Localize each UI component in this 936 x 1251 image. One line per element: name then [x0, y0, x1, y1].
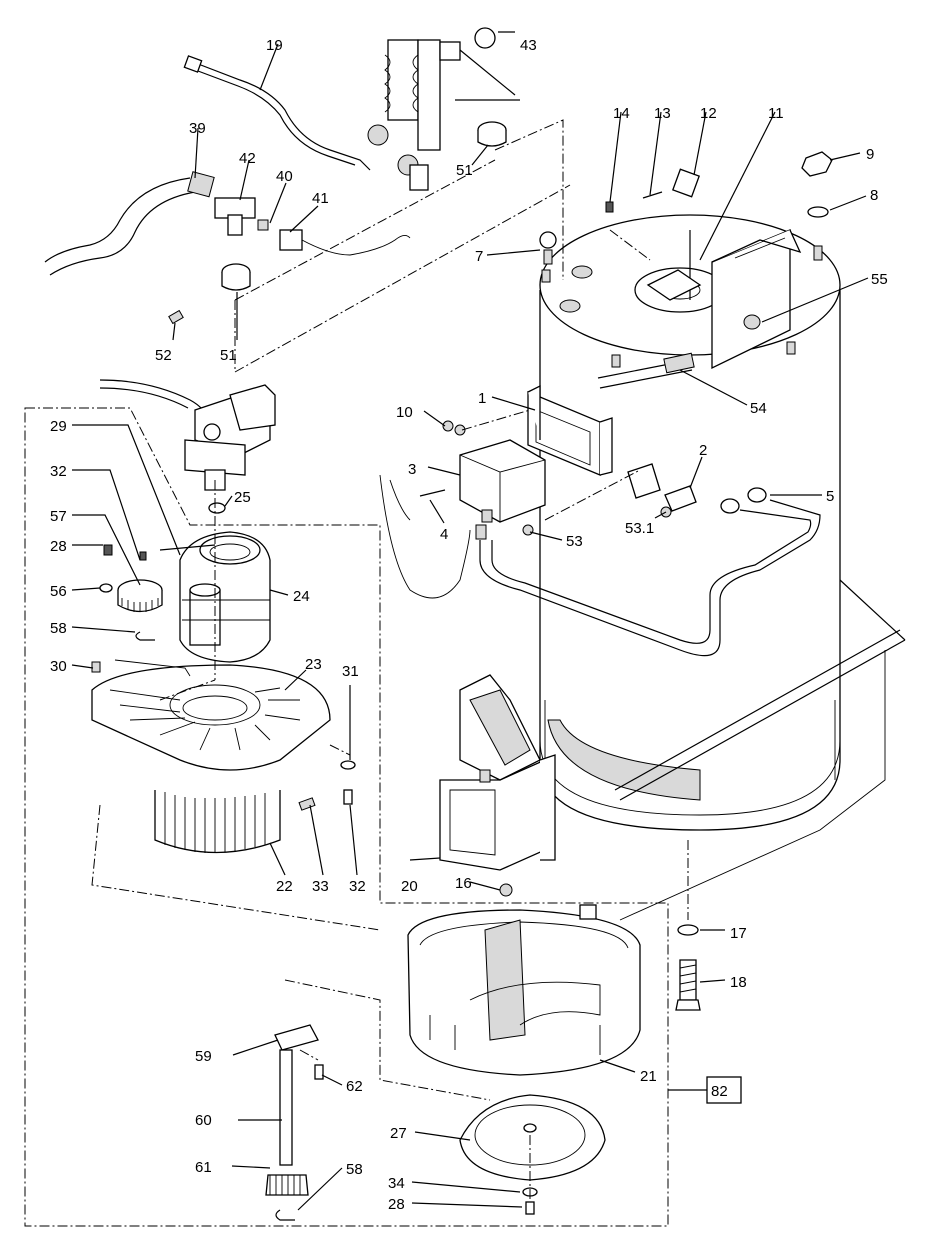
callout-59: 59	[195, 1048, 212, 1065]
mounting-bracket	[527, 384, 613, 476]
cover-plate	[459, 1094, 606, 1181]
callout-32-top: 32	[50, 463, 67, 480]
callout-10: 10	[396, 404, 413, 421]
callout-27: 27	[390, 1125, 407, 1142]
flex-hose	[44, 171, 215, 276]
callout-5: 5	[826, 488, 834, 505]
eye-bolt	[539, 231, 557, 265]
drain-rod	[614, 579, 906, 921]
callout-17: 17	[730, 925, 747, 942]
callout-30: 30	[50, 658, 67, 675]
callout-53-1: 53.1	[625, 520, 654, 537]
callout-57: 57	[50, 508, 67, 525]
screws-10	[442, 409, 531, 436]
compression-nut	[279, 229, 411, 256]
callout-58-bottom: 58	[346, 1161, 363, 1178]
callout-62: 62	[346, 1078, 363, 1095]
pilot-tubes	[479, 487, 821, 657]
blower-wheel	[154, 790, 281, 854]
callout-33: 33	[312, 878, 329, 895]
callout-16: 16	[455, 875, 472, 892]
callout-58-top: 58	[50, 620, 67, 637]
callout-1: 1	[478, 390, 486, 407]
callout-31: 31	[342, 663, 359, 680]
callout-41: 41	[312, 190, 329, 207]
gas-valve-top	[367, 27, 520, 191]
callout-20: 20	[401, 878, 418, 895]
callout-28-top: 28	[50, 538, 67, 555]
tee-fitting	[214, 197, 269, 236]
callout-28-bottom: 28	[388, 1196, 405, 1213]
callout-52: 52	[155, 347, 172, 364]
callout-55: 55	[871, 271, 888, 288]
callout-18: 18	[730, 974, 747, 991]
vent-box	[711, 229, 802, 370]
callout-54: 54	[750, 400, 767, 417]
cap-fitting-lower	[168, 263, 251, 325]
callout-13: 13	[654, 105, 671, 122]
washer-bolt	[675, 840, 701, 1011]
callout-11: 11	[768, 105, 784, 122]
tank-top-fittings	[605, 168, 702, 301]
gas-tube	[192, 61, 371, 171]
callout-42: 42	[239, 150, 256, 167]
callout-29: 29	[50, 418, 67, 435]
callout-40: 40	[276, 168, 293, 185]
callout-12: 12	[700, 105, 717, 122]
blower-motor	[179, 531, 271, 663]
nut-washer	[801, 151, 833, 261]
callout-14: 14	[613, 105, 630, 122]
control-box	[459, 439, 546, 540]
callout-8: 8	[870, 187, 878, 204]
callout-7: 7	[475, 248, 483, 265]
callout-43: 43	[520, 37, 537, 54]
burner-duct	[439, 674, 556, 871]
callout-24: 24	[293, 588, 310, 605]
callout-19: 19	[266, 37, 283, 54]
callout-4: 4	[440, 526, 448, 543]
callout-21: 21	[640, 1068, 657, 1085]
terminal-block	[544, 463, 697, 521]
base-pan	[407, 904, 641, 1076]
callout-61: 61	[195, 1159, 212, 1176]
callout-32-bottom: 32	[349, 878, 366, 895]
callout-51-top: 51	[456, 162, 473, 179]
temp-sensor	[597, 352, 695, 389]
callout-53: 53	[566, 533, 583, 550]
callout-2: 2	[699, 442, 707, 459]
shaft-assembly	[265, 1024, 324, 1221]
callout-56: 56	[50, 583, 67, 600]
leader-lines	[71, 31, 869, 1211]
water-heater-tank	[539, 214, 841, 831]
kit-boundary	[24, 407, 669, 1227]
cap-fitting-top	[477, 121, 507, 147]
callout-82: 82	[711, 1083, 728, 1100]
gear-housing	[117, 579, 163, 613]
callout-60: 60	[195, 1112, 212, 1129]
callout-25: 25	[234, 489, 251, 506]
callout-9: 9	[866, 146, 874, 163]
burner-base	[91, 659, 331, 771]
callout-51-lower: 51	[220, 347, 237, 364]
callout-labels: 19 43 39 42 40 41 51 14 13 12 11 9 8 7 5…	[50, 37, 888, 1213]
callout-39: 39	[189, 120, 206, 137]
callout-23: 23	[305, 656, 322, 673]
callout-34: 34	[388, 1175, 405, 1192]
callout-3: 3	[408, 461, 416, 478]
callout-22: 22	[276, 878, 293, 895]
